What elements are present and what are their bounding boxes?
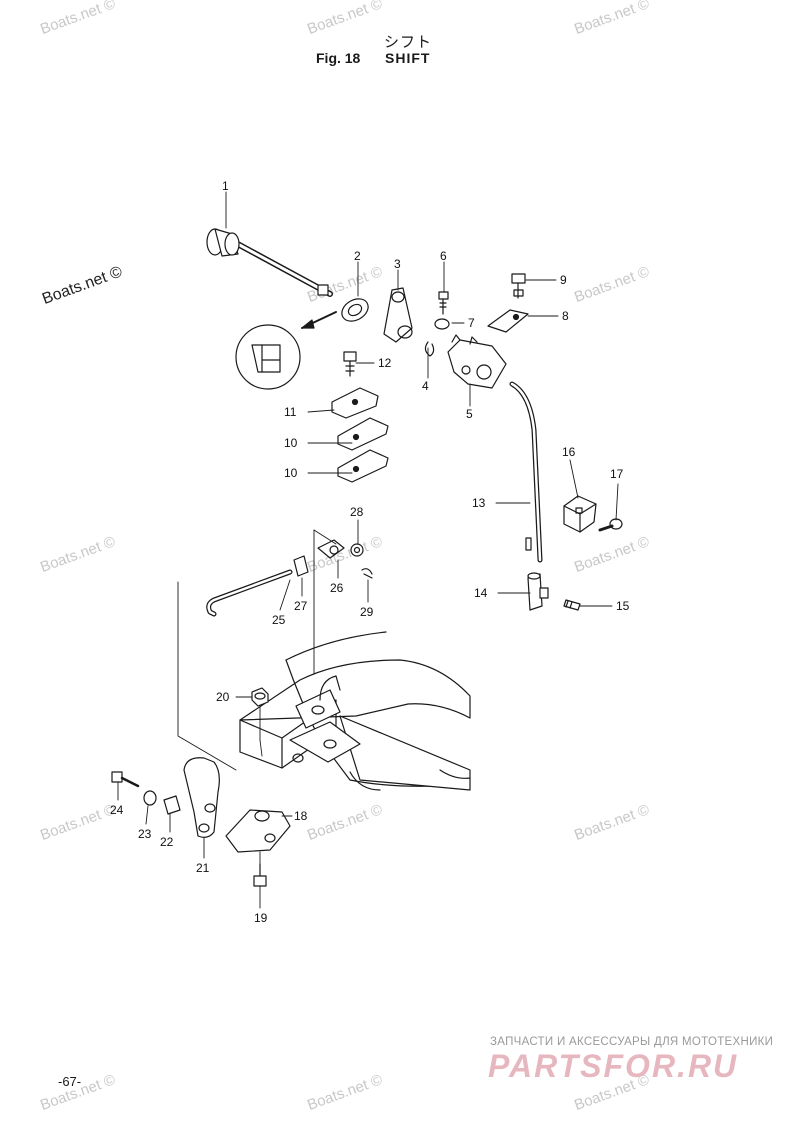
page-number: -67-	[58, 1074, 82, 1089]
part-9-bolt	[511, 273, 526, 299]
callout-9: 9	[560, 273, 567, 287]
callout-23: 23	[138, 827, 152, 841]
part-10-plate-a	[337, 417, 389, 451]
callout-15: 15	[616, 599, 630, 613]
part-2-oil-seal	[341, 298, 369, 322]
part-23-washer	[143, 790, 157, 806]
detail-arrow	[235, 311, 337, 390]
part-13-shift-rod	[509, 381, 543, 563]
callout-2: 2	[354, 249, 361, 263]
callout-labels: 1 2 3 4 5 6 7 8 9 10 10 11 12 13 14 15 1…	[110, 179, 630, 925]
part-27-nut	[293, 555, 309, 577]
callout-8: 8	[562, 309, 569, 323]
part-10-plate-b	[337, 449, 389, 483]
title-japanese: シフト	[384, 33, 433, 51]
figure-title: SHIFT	[385, 50, 431, 66]
part-17-screw	[598, 518, 623, 532]
part-6-bolt	[438, 291, 449, 315]
callout-10b: 10	[284, 466, 298, 480]
part-22-bushing	[163, 795, 181, 815]
part-21-bracket	[183, 757, 220, 838]
callout-19: 19	[254, 911, 268, 925]
part-1-shift-rod	[206, 228, 333, 297]
callout-17: 17	[610, 467, 624, 481]
callout-10a: 10	[284, 436, 298, 450]
part-20-nut	[251, 687, 269, 707]
callout-18: 18	[294, 809, 308, 823]
part-8-plate	[487, 309, 529, 333]
callout-7: 7	[468, 316, 475, 330]
callout-26: 26	[330, 581, 344, 595]
callout-24: 24	[110, 803, 124, 817]
callout-13: 13	[472, 496, 486, 510]
part-12-bolt	[343, 351, 357, 377]
callout-29: 29	[360, 605, 374, 619]
leader-lines	[117, 191, 619, 909]
part-4-clip	[424, 341, 435, 357]
part-11-plate	[331, 387, 379, 419]
part-5-shift-cam	[447, 334, 507, 389]
callout-20: 20	[216, 690, 230, 704]
callout-12: 12	[378, 356, 392, 370]
part-14-coupling	[527, 572, 549, 611]
part-7-nut	[434, 318, 450, 330]
callout-3: 3	[394, 257, 401, 271]
brand-logo: PARTSFOR.RU	[488, 1048, 739, 1084]
part-28-washer	[350, 543, 364, 557]
callout-11: 11	[284, 405, 297, 419]
callout-14: 14	[474, 586, 488, 600]
part-16-block	[563, 495, 597, 533]
callout-5: 5	[466, 407, 473, 421]
callout-6: 6	[440, 249, 447, 263]
callout-16: 16	[562, 445, 576, 459]
callout-25: 25	[272, 613, 286, 627]
callout-1: 1	[222, 179, 229, 193]
figure-label: Fig. 18	[316, 50, 361, 66]
part-25-l-rod	[206, 569, 293, 617]
part-28-washer-hole	[353, 546, 361, 554]
callout-27: 27	[294, 599, 308, 613]
callout-21: 21	[196, 861, 210, 875]
callout-28: 28	[350, 505, 364, 519]
part-26-joint	[317, 539, 345, 559]
callout-4: 4	[422, 379, 429, 393]
brand-caption: ЗАПЧАСТИ И АКСЕССУАРЫ ДЛЯ МОТОТЕХНИКИ	[490, 1036, 774, 1048]
callout-22: 22	[160, 835, 174, 849]
housing-body	[239, 631, 471, 791]
part-3-shift-arm	[383, 287, 413, 343]
part-24-bolt	[111, 771, 140, 788]
part-29-clip	[361, 568, 373, 579]
part-18-lever	[225, 809, 291, 853]
part-15-screw	[563, 599, 581, 611]
part-19-bolt	[253, 863, 267, 887]
